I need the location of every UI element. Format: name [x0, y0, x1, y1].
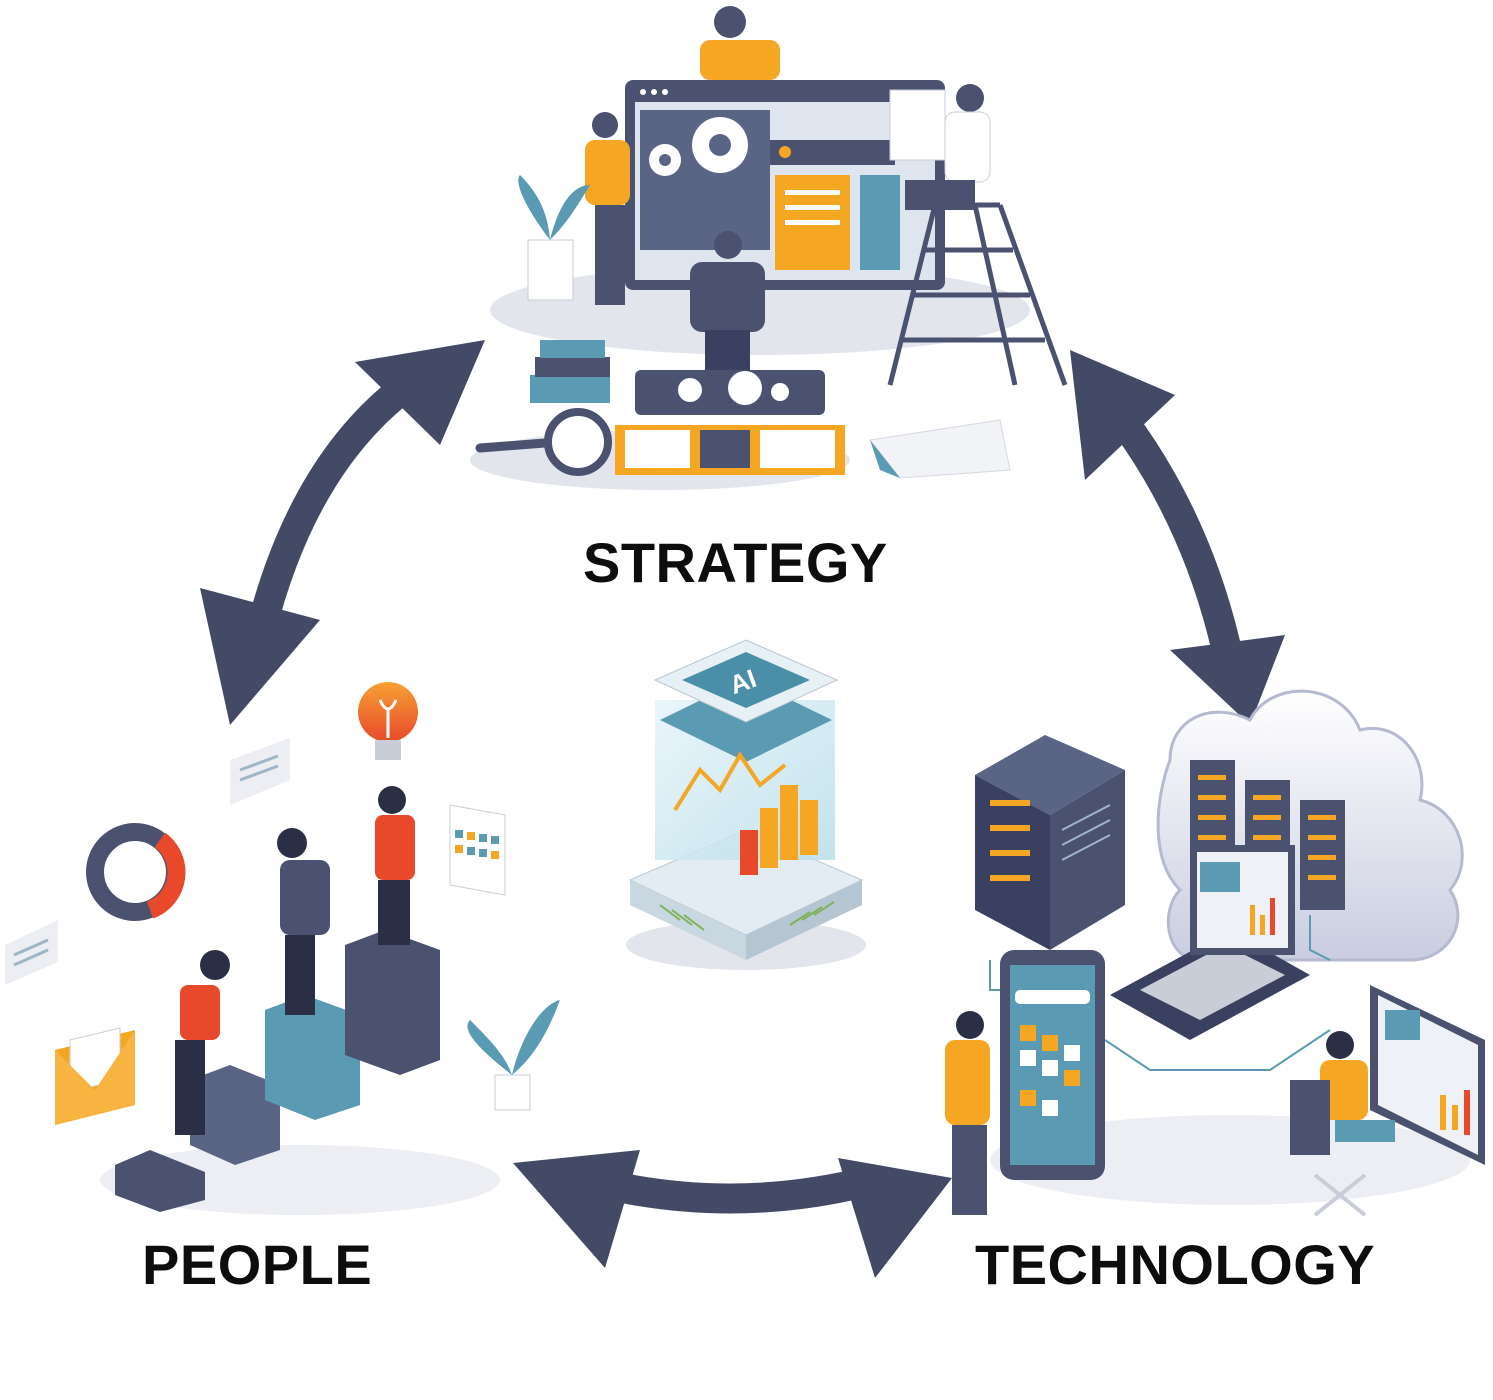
network-lines — [989, 915, 1331, 1071]
plant-icon — [467, 1000, 560, 1111]
envelope-icon — [55, 1027, 135, 1125]
node-label-strategy: STRATEGY — [583, 531, 888, 594]
ladder-icon — [887, 202, 1068, 386]
node-label-people: PEOPLE — [142, 1233, 373, 1296]
plant-icon — [518, 175, 590, 301]
document-panel — [615, 425, 845, 475]
analytics-monitor — [1370, 985, 1485, 1165]
strategy-person-top — [700, 6, 780, 80]
people-illustration — [5, 682, 560, 1215]
person-developer — [945, 1011, 990, 1215]
node-label-technology: TECHNOLOGY — [975, 1233, 1376, 1296]
dashboard-laptop — [1110, 845, 1310, 1040]
arrow-people-technology — [513, 1150, 952, 1278]
message-card-icon — [5, 920, 58, 985]
tablet-icon — [635, 370, 825, 415]
smartphone-icon — [1000, 950, 1105, 1180]
strategy-illustration — [470, 6, 1068, 490]
ai-chip-icon — [682, 652, 810, 708]
strategy-person-center — [690, 231, 765, 370]
person-man-top — [375, 786, 415, 945]
message-card-icon — [230, 738, 290, 805]
ai-chip-illustration: AI — [626, 639, 866, 970]
arrow-strategy-people — [200, 340, 485, 725]
server-tower-icon — [975, 735, 1125, 950]
strategy-person-left — [585, 112, 630, 305]
steps-icon — [115, 930, 440, 1212]
gear-icon — [649, 117, 748, 176]
person-analyst — [1290, 1031, 1395, 1217]
lightbulb-icon — [358, 682, 418, 760]
donut-chart-icon — [86, 823, 186, 921]
books-icon — [530, 340, 610, 403]
technology-illustration — [945, 689, 1485, 1217]
calendar-icon — [449, 804, 506, 896]
person-man-middle — [277, 828, 330, 1015]
arrow-strategy-technology — [1070, 350, 1285, 725]
magnifier-icon — [475, 408, 612, 476]
laptop-icon — [869, 419, 1011, 479]
person-woman — [175, 950, 230, 1135]
